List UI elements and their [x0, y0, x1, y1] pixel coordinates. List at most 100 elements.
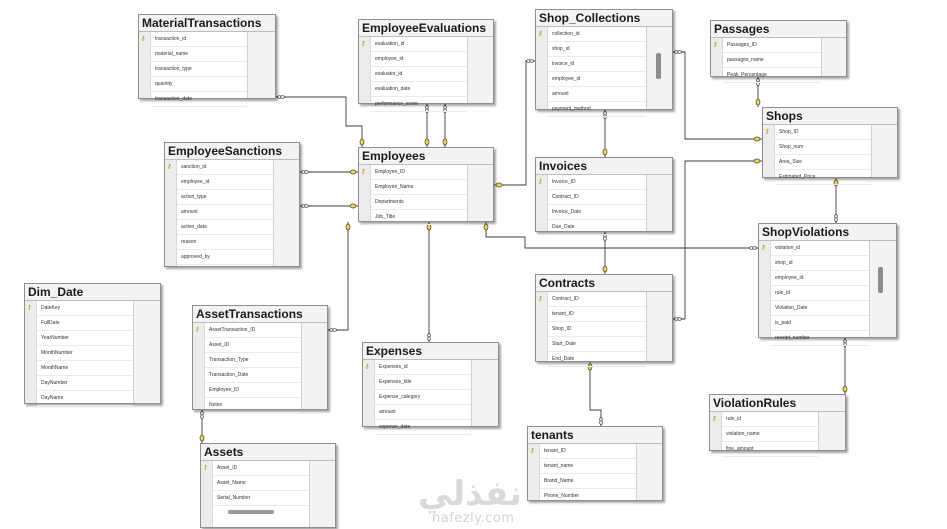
column-row[interactable]: shop_id	[771, 256, 869, 271]
column-row[interactable]: Contract_ID	[548, 190, 646, 205]
relationship-line[interactable]	[328, 222, 349, 331]
column-row[interactable]: transaction_date	[151, 92, 247, 107]
column-row[interactable]: Phone_Number	[540, 489, 636, 504]
column-row[interactable]: Area_Size	[775, 155, 871, 170]
table-title[interactable]: Contracts	[536, 275, 672, 292]
column-row[interactable]: FullDate	[37, 316, 133, 331]
column-row[interactable]: sanction_id	[177, 160, 273, 175]
column-row[interactable]: Brand_Name	[540, 474, 636, 489]
column-row[interactable]: Start_Date	[548, 337, 646, 352]
table-title[interactable]: Passages	[711, 21, 846, 38]
column-row[interactable]: Job_Title	[371, 210, 467, 225]
column-row[interactable]: Employee_ID	[205, 383, 301, 398]
table-title[interactable]: MaterialTransactions	[139, 15, 275, 32]
column-row[interactable]: material_name	[151, 47, 247, 62]
relationship-line[interactable]	[494, 60, 535, 186]
column-row[interactable]: evaluation_id	[371, 37, 467, 52]
column-row[interactable]: tenant_ID	[548, 307, 646, 322]
column-row[interactable]: fine_amount	[722, 442, 818, 457]
column-row[interactable]: DayNumber	[37, 376, 133, 391]
column-row[interactable]: expense_date	[375, 420, 471, 435]
table-title[interactable]: Expenses	[363, 343, 498, 360]
column-row[interactable]: amount	[375, 405, 471, 420]
column-row[interactable]: Expenses_title	[375, 375, 471, 390]
column-row[interactable]: receipt_number	[771, 331, 869, 346]
column-row[interactable]: tenant_ID	[540, 444, 636, 459]
column-row[interactable]: passages_name	[723, 53, 821, 68]
column-row[interactable]: amount	[177, 205, 273, 220]
column-row[interactable]: violation_id	[771, 241, 869, 256]
relationship-line[interactable]	[589, 362, 602, 426]
column-row[interactable]: quantity	[151, 77, 247, 92]
column-row[interactable]: employee_id	[371, 52, 467, 67]
column-row[interactable]: Expense_category	[375, 390, 471, 405]
column-row[interactable]: Notes	[205, 398, 301, 413]
column-row[interactable]: employee_id	[548, 72, 646, 87]
column-row[interactable]: reason	[177, 235, 273, 250]
column-row[interactable]: Invoice_Date	[548, 205, 646, 220]
table-title[interactable]: ShopViolations	[759, 224, 896, 241]
relationship-line[interactable]	[485, 222, 758, 249]
column-row[interactable]: Passages_ID	[723, 38, 821, 53]
column-row[interactable]: rule_id	[771, 286, 869, 301]
column-row[interactable]: Estimated_Price	[775, 170, 871, 185]
horizontal-scrollbar[interactable]	[228, 510, 274, 514]
column-row[interactable]: transaction_id	[151, 32, 247, 47]
column-row[interactable]: tenant_name	[540, 459, 636, 474]
column-row[interactable]: employee_id	[177, 175, 273, 190]
column-row[interactable]: approved_by	[177, 250, 273, 265]
table-title[interactable]: Assets	[201, 444, 335, 461]
column-row[interactable]: Departments	[371, 195, 467, 210]
column-row[interactable]: Invoice_ID	[548, 175, 646, 190]
column-row[interactable]: DayName	[37, 391, 133, 406]
table-title[interactable]: Employees	[359, 148, 493, 165]
column-row[interactable]: action_date	[177, 220, 273, 235]
column-row[interactable]: Peak_Percentage	[723, 68, 821, 83]
table-title[interactable]: Shops	[763, 108, 897, 125]
table-title[interactable]: EmployeeSanctions	[165, 143, 299, 160]
column-row[interactable]: is_paid	[771, 316, 869, 331]
column-row[interactable]: shop_id	[548, 42, 646, 57]
column-row[interactable]: DateKey	[37, 301, 133, 316]
column-row[interactable]: AssetTransaction_ID	[205, 323, 301, 338]
column-row[interactable]: Expenses_id	[375, 360, 471, 375]
column-row[interactable]: evaluator_id	[371, 67, 467, 82]
column-row[interactable]: Transaction_Date	[205, 368, 301, 383]
column-row[interactable]: Contract_ID	[548, 292, 646, 307]
column-row[interactable]: MonthNumber	[37, 346, 133, 361]
column-row[interactable]: Serial_Number	[213, 491, 309, 506]
column-row[interactable]: Transaction_Type	[205, 353, 301, 368]
column-row[interactable]: Shop_ID	[548, 322, 646, 337]
column-row[interactable]: employee_id	[771, 271, 869, 286]
column-row[interactable]: payment_method	[548, 102, 646, 117]
column-row[interactable]: Shop_ID	[775, 125, 871, 140]
column-row[interactable]: Asset_ID	[213, 461, 309, 476]
column-row[interactable]: Shop_num	[775, 140, 871, 155]
column-row[interactable]: rule_id	[722, 412, 818, 427]
column-row[interactable]: violation_name	[722, 427, 818, 442]
vertical-scrollbar[interactable]	[878, 267, 883, 293]
table-title[interactable]: EmployeeEvaluations	[359, 20, 493, 37]
table-title[interactable]: AssetTransactions	[193, 306, 327, 323]
table-title[interactable]: tenants	[528, 427, 662, 444]
table-title[interactable]: Dim_Date	[25, 284, 160, 301]
table-title[interactable]: Invoices	[536, 158, 672, 175]
vertical-scrollbar[interactable]	[656, 53, 661, 79]
column-row[interactable]: amount	[548, 87, 646, 102]
column-row[interactable]: YearNumber	[37, 331, 133, 346]
relationship-line[interactable]	[276, 96, 363, 147]
column-row[interactable]: collection_id	[548, 27, 646, 42]
column-row[interactable]: End_Date	[548, 352, 646, 367]
column-row[interactable]: MonthName	[37, 361, 133, 376]
